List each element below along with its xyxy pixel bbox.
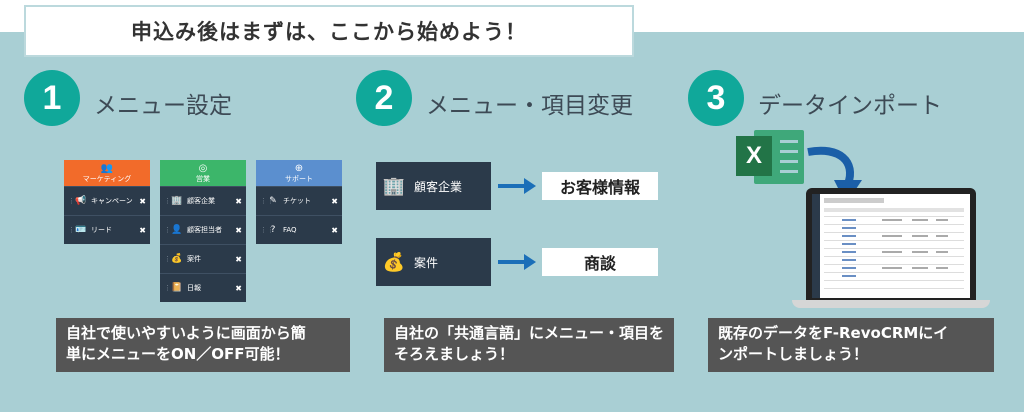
menu-item-daily-report[interactable]: ⋮⋮ 📔 日報 ✖ [160, 273, 246, 302]
menu-item-campaign[interactable]: ⋮⋮ 📢 キャンペーン ✖ [64, 186, 150, 215]
caption-line: そろえましょう！ [394, 345, 515, 363]
target-icon: ◎ [198, 162, 208, 174]
megaphone-icon: 📢 [75, 196, 87, 206]
menu-label-text: 案件 [414, 255, 439, 270]
report-icon: 📔 [171, 283, 183, 293]
menu-item-label: キャンペーン [91, 197, 133, 205]
laptop-base [792, 300, 990, 308]
header-title: 申込み後はまずは、ここから始めよう！ [131, 20, 527, 44]
menu-card-header: 👥 マーケティング [64, 160, 150, 186]
close-icon[interactable]: ✖ [331, 196, 338, 206]
crm-sidebar [812, 194, 820, 298]
people-icon: 👥 [100, 162, 114, 174]
close-icon[interactable]: ✖ [331, 225, 338, 235]
arrow-right-icon [498, 254, 536, 270]
step-3-caption: 既存のデータをF-RevoCRMにイ ンポートしましょう！ [708, 318, 994, 372]
menu-card-sales: ◎ 営業 ⋮⋮ 🏢 顧客企業 ✖ ⋮⋮ 👤 顧客担当者 ✖ ⋮⋮ 💰 案件 ✖ … [160, 160, 246, 302]
menu-item-label: リード [91, 226, 112, 234]
menu-item-label: 顧客企業 [187, 197, 215, 205]
close-icon[interactable]: ✖ [235, 225, 242, 235]
header-banner: 申込み後はまずは、ここから始めよう！ [24, 5, 634, 57]
menu-card-title: 営業 [196, 174, 210, 183]
background-notch [636, 0, 1024, 32]
menu-item-lead[interactable]: ⋮⋮ 🪪 リード ✖ [64, 215, 150, 244]
menu-card-header: ⊕ サポート [256, 160, 342, 186]
ticket-icon: ✎ [269, 196, 277, 206]
close-icon[interactable]: ✖ [235, 254, 242, 264]
menu-item-label: 案件 [187, 255, 201, 263]
menu-item-label: 顧客担当者 [187, 226, 222, 234]
arrow-right-icon [498, 178, 536, 194]
step-3-number: 3 [688, 70, 744, 126]
caption-line: 自社で使いやすいように画面から簡 [66, 324, 306, 342]
step-2-title: メニュー・項目変更 [426, 93, 633, 119]
lifebuoy-icon: ⊕ [294, 162, 304, 174]
menu-item-label: FAQ [283, 226, 297, 234]
menu-label-text: 顧客企業 [414, 179, 463, 194]
menu-item-label: チケット [283, 197, 311, 205]
menu-item-account[interactable]: ⋮⋮ 🏢 顧客企業 ✖ [160, 186, 246, 215]
step-2-number: 2 [356, 70, 412, 126]
excel-icon: X [736, 128, 806, 186]
menu-card-header: ◎ 営業 [160, 160, 246, 186]
close-icon[interactable]: ✖ [235, 283, 242, 293]
menu-label-original: 🏢 顧客企業 [376, 162, 491, 210]
laptop-screen [806, 188, 976, 300]
id-card-icon: 🪪 [75, 225, 87, 235]
menu-label-renamed: 商談 [542, 248, 658, 276]
excel-badge: X [736, 136, 772, 176]
crm-screenshot [812, 194, 970, 298]
menu-item-faq[interactable]: ⋮⋮ ? FAQ ✖ [256, 215, 342, 244]
menu-item-deal[interactable]: ⋮⋮ 💰 案件 ✖ [160, 244, 246, 273]
menu-item-label: 日報 [187, 284, 201, 292]
money-bag-icon: 💰 [382, 251, 406, 273]
step-1-title: メニュー設定 [94, 93, 232, 119]
person-icon: 👤 [171, 225, 183, 235]
caption-line: 自社の「共通言語」にメニュー・項目を [394, 324, 665, 342]
building-icon: 🏢 [171, 196, 183, 206]
menu-item-ticket[interactable]: ⋮⋮ ✎ チケット ✖ [256, 186, 342, 215]
menu-label-original: 💰 案件 [376, 238, 491, 286]
step-2-caption: 自社の「共通言語」にメニュー・項目を そろえましょう！ [384, 318, 674, 372]
crm-table-mock [824, 198, 964, 289]
caption-line: 単にメニューをON／OFF可能！ [66, 345, 290, 363]
menu-card-title: マーケティング [82, 174, 132, 183]
faq-icon: ? [270, 225, 276, 235]
close-icon[interactable]: ✖ [235, 196, 242, 206]
caption-line: ンポートしましょう！ [718, 345, 869, 363]
menu-card-title: サポート [285, 174, 313, 183]
close-icon[interactable]: ✖ [139, 225, 146, 235]
menu-card-marketing: 👥 マーケティング ⋮⋮ 📢 キャンペーン ✖ ⋮⋮ 🪪 リード ✖ [64, 160, 150, 244]
close-icon[interactable]: ✖ [139, 196, 146, 206]
money-bag-icon: 💰 [171, 254, 183, 264]
menu-card-support: ⊕ サポート ⋮⋮ ✎ チケット ✖ ⋮⋮ ? FAQ ✖ [256, 160, 342, 244]
step-3-title: データインポート [758, 93, 942, 119]
menu-item-contact[interactable]: ⋮⋮ 👤 顧客担当者 ✖ [160, 215, 246, 244]
building-icon: 🏢 [382, 175, 406, 197]
menu-label-renamed: お客様情報 [542, 172, 658, 200]
step-1-caption: 自社で使いやすいように画面から簡 単にメニューをON／OFF可能！ [56, 318, 350, 372]
caption-line: 既存のデータをF-RevoCRMにイ [718, 324, 949, 342]
step-1-number: 1 [24, 70, 80, 126]
